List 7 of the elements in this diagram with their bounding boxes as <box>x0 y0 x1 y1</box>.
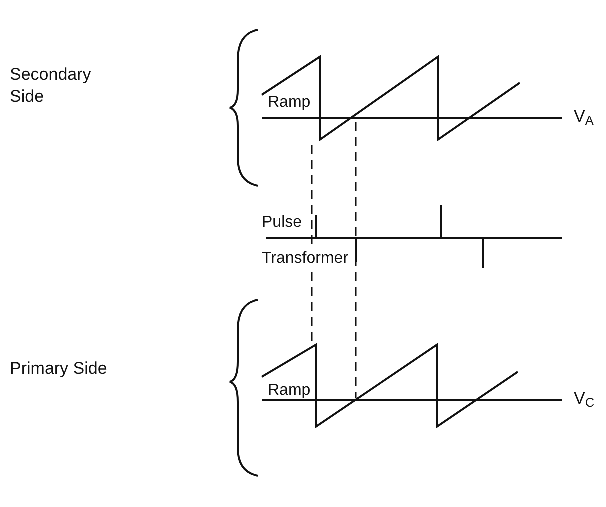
voltage-label: V$_{C}$ <box>574 388 595 410</box>
text-label: Secondary Side <box>10 64 92 108</box>
text-label: Ramp <box>268 93 311 113</box>
voltage-label: V$_{A}$ <box>574 106 594 128</box>
text-label: Ramp <box>268 381 311 401</box>
text-label: Primary Side <box>10 358 108 380</box>
text-label: Pulse Transformer <box>262 213 350 269</box>
